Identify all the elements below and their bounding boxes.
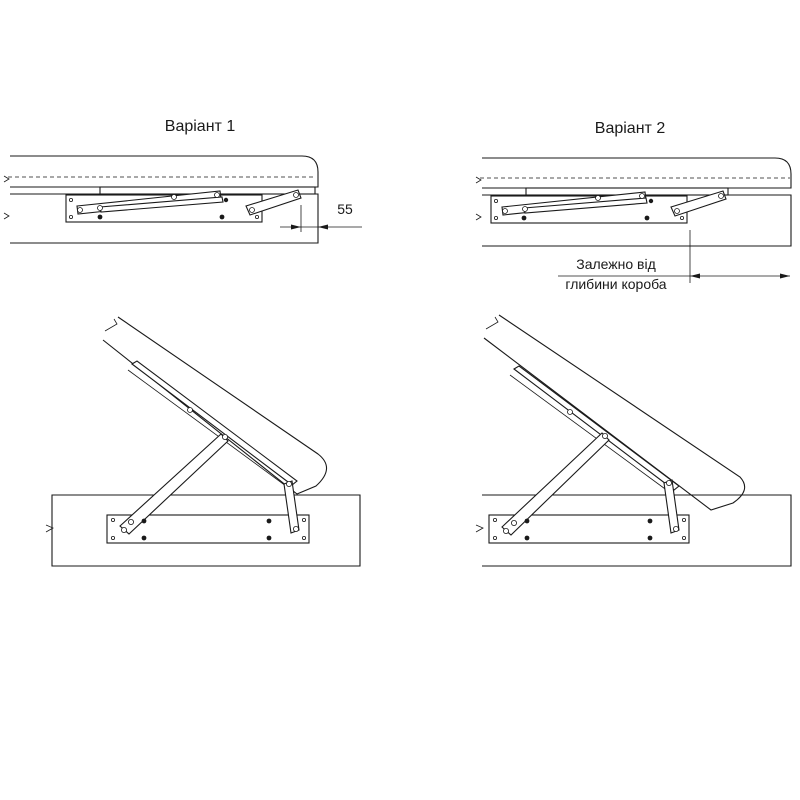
variant1-open-pivot — [187, 407, 193, 413]
variant2-screw — [521, 215, 527, 221]
variant2-open-screw — [647, 535, 653, 541]
variant2-open-pivot — [673, 526, 680, 533]
variant1-closed-view: Варіант 1 55 — [3, 118, 362, 244]
variant1-screw — [219, 214, 225, 220]
variant1-open-view — [45, 316, 361, 567]
variant2-open-pivot — [602, 432, 609, 439]
variant2-plate-hole — [680, 215, 685, 220]
variant2-open-pivot — [567, 409, 573, 415]
variant1-open-box — [51, 494, 361, 567]
variant1-open-screw — [266, 535, 272, 541]
variant2-open-plate-hole — [492, 518, 497, 523]
variant1-pivot — [214, 192, 220, 198]
variant2-screw — [644, 215, 650, 221]
variant1-open-screw — [141, 535, 147, 541]
variant2-pivot — [718, 193, 724, 199]
variant1-open-lid-bracket — [131, 360, 298, 486]
variant2-lid — [482, 157, 792, 189]
variant2-break-mark — [485, 316, 499, 330]
variant1-break-mark — [3, 175, 10, 183]
variant1-open-pivot — [121, 527, 128, 534]
variant2-open-plate-hole — [682, 536, 687, 541]
variant1-plate-hole — [254, 214, 259, 219]
variant2-screw — [648, 198, 654, 204]
variant1-dim-arrow — [318, 224, 328, 230]
variant1-lid — [10, 155, 319, 188]
variant1-link-rear — [245, 189, 302, 216]
variant1-pivot — [293, 192, 299, 198]
variant2-pivot — [595, 195, 601, 201]
variant1-break-mark — [104, 318, 118, 332]
variant2-note-line1: Залежно від — [576, 256, 656, 272]
variant2-pivot — [502, 208, 508, 214]
variant1-dim-arrow — [291, 224, 301, 230]
variant2-pivot — [639, 193, 645, 199]
variant2-title: Варіант 2 — [595, 120, 666, 137]
variant1-dimension-label: 55 — [337, 201, 353, 217]
variant2-open-view — [475, 314, 792, 567]
variant1-break-mark — [45, 524, 54, 533]
variant1-title: Варіант 1 — [165, 118, 236, 135]
variant2-break-mark — [475, 213, 482, 221]
variant1-open-plate-hole — [301, 536, 306, 541]
variant1-plate-hole — [69, 214, 74, 219]
variant1-break-mark — [3, 212, 10, 220]
variant2-open-box — [482, 494, 792, 567]
variant1-pivot — [77, 207, 83, 213]
variant2-open-lid-bracket-edge — [509, 374, 673, 495]
variant2-pivot — [674, 208, 680, 214]
variant2-dim-arrow — [780, 273, 790, 279]
variant2-open-screw — [524, 535, 530, 541]
variant1-pivot — [249, 207, 255, 213]
variant2-link-rear — [670, 190, 727, 217]
variant2-open-plate-hole — [492, 536, 497, 541]
variant2-closed-view: Варіант 2 Залежно від глибини короба — [475, 120, 792, 292]
variant2-dim-arrow — [690, 273, 700, 279]
variant1-open-plate-hole — [111, 518, 116, 523]
variant2-open-lid — [483, 314, 746, 511]
variant1-open-pivot — [292, 526, 299, 533]
variant1-screw — [223, 197, 229, 203]
variant1-open-lid — [102, 316, 328, 495]
variant2-open-lid-bracket — [513, 365, 680, 491]
variant1-open-screw — [141, 518, 147, 524]
variant2-note-line2: глибини короба — [565, 276, 666, 292]
variant2-open-pivot — [666, 479, 673, 486]
variant2-open-pivot — [502, 528, 509, 535]
variant1-plate-hole — [69, 197, 74, 202]
variant1-open-pivot — [127, 519, 134, 526]
variant2-pivot — [522, 206, 528, 212]
variant2-plate-hole — [493, 198, 498, 203]
variant1-open-plate-hole — [301, 518, 306, 523]
variant1-open-plate-hole — [111, 536, 116, 541]
variant1-screw — [97, 214, 103, 220]
variant1-pivot — [171, 194, 177, 200]
variant2-open-pivot — [510, 520, 517, 527]
variant1-open-pivot — [285, 480, 292, 487]
variant2-plate-hole — [493, 215, 498, 220]
variant2-open-screw — [524, 518, 530, 524]
variant2-break-mark — [475, 176, 482, 184]
variant1-open-screw — [266, 518, 272, 524]
variant2-break-mark — [475, 524, 484, 533]
variant2-open-screw — [647, 518, 653, 524]
variant1-open-pivot — [221, 433, 228, 440]
variant1-pivot — [97, 205, 103, 211]
variant1-open-lid-bracket-edge — [127, 369, 291, 490]
variant2-open-plate-hole — [682, 518, 687, 523]
